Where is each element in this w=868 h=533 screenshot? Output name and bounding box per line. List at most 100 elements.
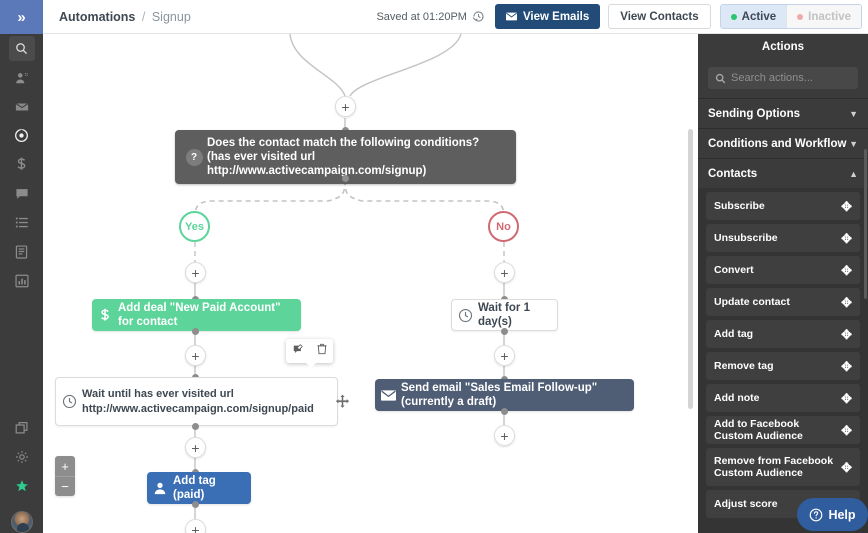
actions-search-box[interactable] [708, 67, 858, 89]
branch-yes-label: Yes [185, 220, 204, 233]
action-label: Unsubscribe [714, 232, 778, 244]
group-sending-options[interactable]: Sending Options ▼ [698, 98, 868, 128]
search-icon[interactable] [0, 34, 43, 63]
move-arrows-icon[interactable]: ✥ [841, 230, 852, 246]
clock-icon [452, 308, 478, 323]
add-step-button-no-3[interactable]: + [494, 425, 515, 446]
zoom-in-button[interactable]: + [55, 456, 75, 476]
group-conditions-workflow[interactable]: Conditions and Workflow ▼ [698, 128, 868, 158]
actions-panel: Actions Sending Options ▼ Conditions and… [698, 34, 868, 533]
condition-node-text: Does the contact match the following con… [207, 137, 480, 177]
add-step-button-yes-4[interactable]: + [185, 519, 206, 533]
add-step-button-yes-1[interactable]: + [185, 262, 206, 283]
add-step-button-no-1[interactable]: + [494, 262, 515, 283]
move-arrows-icon[interactable]: ✥ [841, 262, 852, 278]
breadcrumb-automations[interactable]: Automations [59, 9, 136, 24]
left-nav-rail: » [0, 0, 43, 533]
group-contacts-label: Contacts [708, 167, 758, 180]
state-inactive-option[interactable]: Inactive [786, 5, 861, 28]
star-icon[interactable] [0, 471, 43, 500]
avatar[interactable] [11, 511, 33, 533]
action-label: Add note [714, 392, 760, 404]
action-label: Update contact [714, 296, 790, 308]
action-unsubscribe[interactable]: Unsubscribe ✥ [706, 224, 860, 252]
help-label: Help [828, 507, 856, 522]
branch-yes[interactable]: Yes [179, 211, 210, 242]
connector-wires [194, 34, 505, 519]
move-arrows-icon[interactable]: ✥ [841, 198, 852, 214]
connector-knob [501, 408, 508, 415]
connector-knob [192, 328, 199, 335]
action-remove-from-facebook-custom-audience[interactable]: Remove from Facebook Custom Audience ✥ [706, 448, 860, 486]
action-label: Add tag [714, 328, 754, 340]
move-arrows-icon[interactable]: ✥ [841, 422, 852, 438]
wait-until-url-node[interactable]: Wait until has ever visited url http://w… [55, 377, 338, 426]
add-step-button-yes-3[interactable]: + [185, 437, 206, 458]
move-arrows-icon[interactable]: ✥ [841, 390, 852, 406]
action-label: Adjust score [714, 498, 778, 510]
add-step-button-yes-2[interactable]: + [185, 345, 206, 366]
top-bar: Automations / Signup Saved at 01:20PM [43, 0, 868, 34]
history-clock-icon[interactable] [472, 10, 485, 23]
action-update-contact[interactable]: Update contact ✥ [706, 288, 860, 316]
view-emails-button[interactable]: View Emails [494, 4, 601, 29]
envelope-icon [375, 389, 401, 401]
pages-icon[interactable] [0, 237, 43, 266]
state-active-label: Active [741, 10, 777, 23]
action-label: Add to Facebook Custom Audience [714, 418, 803, 442]
add-tag-node[interactable]: Add tag (paid) [147, 472, 251, 504]
action-add-note[interactable]: Add note ✥ [706, 384, 860, 412]
conversations-icon[interactable] [0, 179, 43, 208]
wait-one-day-node-text: Wait for 1 day(s) [478, 302, 530, 328]
node-hover-toolbar [286, 339, 333, 368]
branch-no[interactable]: No [488, 211, 519, 242]
reports-icon[interactable] [0, 266, 43, 295]
breadcrumb: Automations / Signup [59, 10, 191, 24]
group-contacts[interactable]: Contacts ▲ [698, 158, 868, 188]
automation-canvas[interactable]: + ? Does the contact match the following… [43, 34, 698, 533]
dollar-icon [92, 308, 118, 323]
canvas-vertical-scrollbar[interactable] [688, 129, 693, 409]
breadcrumb-separator: / [141, 9, 146, 24]
trash-icon[interactable] [317, 342, 327, 360]
mail-icon[interactable] [0, 92, 43, 121]
view-contacts-button[interactable]: View Contacts [608, 4, 711, 29]
state-active-option[interactable]: Active [720, 5, 787, 28]
send-email-node[interactable]: Send email "Sales Email Follow-up" (curr… [375, 379, 634, 411]
add-step-button-top[interactable]: + [335, 96, 356, 117]
app-logo[interactable]: » [0, 0, 43, 34]
apps-icon[interactable] [0, 413, 43, 442]
move-arrows-icon[interactable] [335, 394, 350, 412]
lists-icon[interactable] [0, 208, 43, 237]
action-subscribe[interactable]: Subscribe ✥ [706, 192, 860, 220]
move-arrows-icon[interactable]: ✥ [841, 326, 852, 342]
add-step-button-no-2[interactable]: + [494, 345, 515, 366]
settings-gear-icon[interactable] [0, 442, 43, 471]
contacts-icon[interactable] [0, 63, 43, 92]
action-remove-tag[interactable]: Remove tag ✥ [706, 352, 860, 380]
help-button[interactable]: Help [797, 498, 868, 531]
action-add-to-facebook-custom-audience[interactable]: Add to Facebook Custom Audience ✥ [706, 416, 860, 444]
move-arrows-icon[interactable]: ✥ [841, 459, 852, 475]
automations-icon[interactable] [0, 121, 43, 150]
deals-icon[interactable] [0, 150, 43, 179]
zoom-out-button[interactable]: − [55, 476, 75, 496]
move-arrows-icon[interactable]: ✥ [841, 358, 852, 374]
action-add-tag[interactable]: Add tag ✥ [706, 320, 860, 348]
view-contacts-label: View Contacts [620, 10, 699, 23]
wait-one-day-node[interactable]: Wait for 1 day(s) [451, 299, 558, 331]
breadcrumb-signup[interactable]: Signup [151, 9, 191, 24]
automation-state-toggle: Active Inactive [719, 4, 862, 29]
edit-note-icon[interactable] [293, 342, 304, 360]
action-label: Remove from Facebook Custom Audience [714, 455, 834, 479]
chevron-up-icon: ▲ [849, 168, 858, 179]
action-convert[interactable]: Convert ✥ [706, 256, 860, 284]
move-arrows-icon[interactable]: ✥ [841, 294, 852, 310]
top-bar-actions: Saved at 01:20PM View Emails View Contac… [376, 0, 868, 34]
add-deal-node[interactable]: Add deal "New Paid Account" for contact [92, 299, 301, 331]
action-label: Subscribe [714, 200, 765, 212]
connector-knob [192, 501, 199, 508]
search-input[interactable] [731, 72, 851, 84]
actions-panel-scrollbar[interactable] [864, 149, 867, 299]
add-tag-node-text: Add tag (paid) [173, 475, 216, 501]
